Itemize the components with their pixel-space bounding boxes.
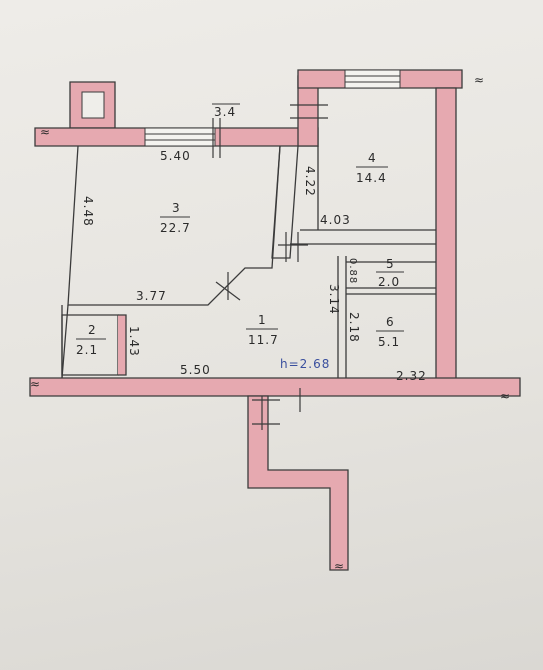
room4-number: 4 <box>368 151 377 165</box>
dim-room5-height: 0.88 <box>347 258 358 284</box>
room5-number: 5 <box>386 257 395 271</box>
room-labels: 3 22.7 4 14.4 1 11.7 2 2.1 5 2.0 6 5.1 <box>76 151 404 357</box>
break-marks: ≈ ≈ ≈ ≈ ≈ <box>30 73 511 573</box>
break-mark-top-right: ≈ <box>474 73 485 87</box>
dim-room4-bottom: 4.03 <box>320 213 351 227</box>
windows <box>81 69 401 147</box>
room6-area: 5.1 <box>378 335 400 349</box>
door-marks <box>212 104 328 430</box>
room6-number: 6 <box>386 315 395 329</box>
stair-wall <box>247 395 349 571</box>
room2-number: 2 <box>88 323 97 337</box>
window-room4 <box>344 69 401 89</box>
dim-room3-bottom: 3.77 <box>136 289 167 303</box>
wall-right <box>435 87 457 383</box>
ceiling-height: h=2.68 <box>280 357 330 371</box>
break-mark-stair: ≈ <box>334 559 345 573</box>
room4-area: 14.4 <box>356 171 387 185</box>
room1-area: 11.7 <box>248 333 279 347</box>
room5-area: 2.0 <box>378 275 400 289</box>
room3-area: 22.7 <box>160 221 191 235</box>
room2-area: 2.1 <box>76 343 98 357</box>
dim-room3-left: 4.48 <box>81 196 95 227</box>
break-mark-bottom-left: ≈ <box>30 377 41 391</box>
dim-room3-top: 5.40 <box>160 149 191 163</box>
dim-hall-right: 3.14 <box>327 284 341 315</box>
room5-outline <box>346 261 436 295</box>
dim-bottom-length: 5.50 <box>180 363 211 377</box>
dim-room6-height: 2.18 <box>347 312 361 343</box>
room1-number: 1 <box>258 313 267 327</box>
partitions <box>61 145 436 379</box>
break-mark-top-left: ≈ <box>40 125 51 139</box>
walls <box>29 69 521 571</box>
room3-number: 3 <box>172 201 181 215</box>
dim-room6-bottom: 2.32 <box>396 369 427 383</box>
break-mark-bottom-right: ≈ <box>500 389 511 403</box>
dimension-labels: 3.4 5.40 4.48 3.77 4.22 4.03 3.14 0.88 2… <box>81 103 427 383</box>
hall-partition <box>337 256 347 378</box>
wall-bottom <box>29 377 521 397</box>
chimney-opening <box>81 91 105 119</box>
dim-top-room: 3.4 <box>214 105 236 119</box>
dim-room4-left: 4.22 <box>303 166 317 197</box>
dim-room2-height: 1.43 <box>127 326 141 357</box>
room4-bottom <box>300 229 436 245</box>
window-room3 <box>144 127 216 147</box>
